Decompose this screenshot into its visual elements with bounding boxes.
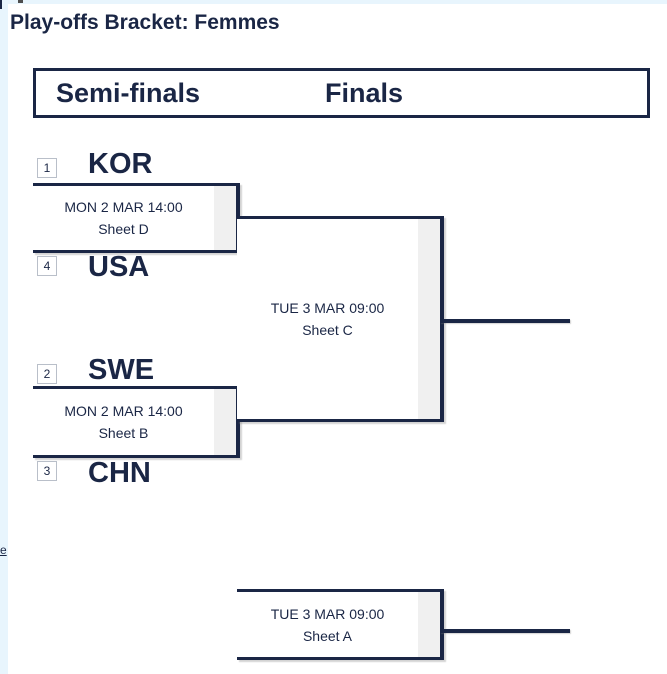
winner-connector-final — [440, 319, 570, 323]
score-strip — [418, 592, 440, 657]
match-box-bronze: TUE 3 MAR 09:00 Sheet A — [237, 589, 444, 660]
round-header-bar: Semi-finals Finals — [33, 68, 650, 118]
seed-badge-3: 3 — [37, 461, 57, 481]
score-strip — [214, 389, 236, 455]
clipped-edge-text: e — [0, 543, 8, 560]
page-edge-top — [0, 0, 667, 4]
team-name-chn: CHN — [88, 457, 151, 489]
clipped-fragment-topleft — [0, 0, 2, 9]
team-name-kor: KOR — [88, 148, 153, 180]
round-label-finals: Finals — [325, 78, 404, 108]
match-box-final: TUE 3 MAR 09:00 Sheet C — [237, 216, 444, 422]
match-sheet: Sheet C — [302, 322, 353, 338]
clipped-edge-text-char: e — [0, 543, 7, 557]
match-datetime: MON 2 MAR 14:00 — [64, 199, 183, 215]
match-sheet: Sheet B — [98, 425, 149, 441]
match-sheet: Sheet D — [98, 221, 149, 237]
team-name-swe: SWE — [88, 354, 155, 386]
match-box-semifinal-1: MON 2 MAR 14:00 Sheet D — [33, 183, 240, 253]
match-info-semifinal-1: MON 2 MAR 14:00 Sheet D — [33, 186, 214, 250]
match-sheet: Sheet A — [302, 627, 353, 644]
winner-connector-bronze — [440, 629, 570, 633]
score-strip — [214, 186, 236, 250]
score-strip — [418, 219, 440, 419]
match-box-semifinal-2: MON 2 MAR 14:00 Sheet B — [33, 386, 240, 458]
seed-badge-4: 4 — [37, 256, 57, 276]
match-datetime: MON 2 MAR 14:00 — [64, 403, 183, 419]
match-datetime: TUE 3 MAR 09:00 — [270, 300, 385, 316]
match-info-semifinal-2: MON 2 MAR 14:00 Sheet B — [33, 389, 214, 455]
match-info-bronze: TUE 3 MAR 09:00 Sheet A — [237, 592, 418, 657]
seed-badge-1: 1 — [37, 158, 57, 178]
round-label-semifinals: Semi-finals — [56, 78, 201, 108]
match-info-final: TUE 3 MAR 09:00 Sheet C — [237, 219, 418, 419]
seed-badge-2: 2 — [37, 364, 57, 384]
team-name-usa: USA — [88, 251, 150, 283]
match-datetime: TUE 3 MAR 09:00 — [270, 605, 385, 622]
page-edge-left — [0, 0, 8, 674]
page-title: Play-offs Bracket: Femmes — [10, 11, 280, 34]
clipped-fragment-top — [18, 0, 23, 3]
